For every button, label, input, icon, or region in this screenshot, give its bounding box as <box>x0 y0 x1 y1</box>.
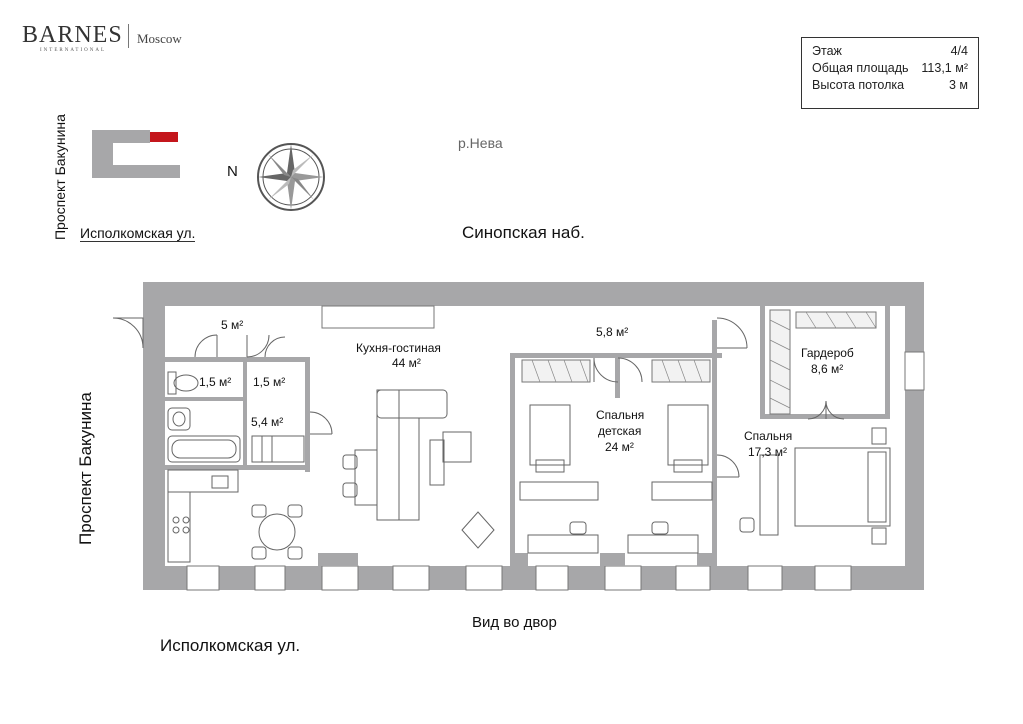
interior-walls <box>165 306 890 566</box>
street-top-vertical-label: Проспект Бакунина <box>52 114 68 240</box>
area-value: 113,1 м² <box>921 61 968 75</box>
location-map <box>92 130 180 178</box>
street-left-label: Проспект Бакунина <box>76 392 95 545</box>
room-kids-area: 24 м² <box>605 440 634 454</box>
kitchen-furniture <box>167 469 303 563</box>
brand-tagline: INTERNATIONAL <box>40 48 106 53</box>
height-label: Высота потолка <box>812 78 905 92</box>
room-dressing-area: 8,6 м² <box>811 362 844 376</box>
room-bedroom-name: Спальня <box>744 429 793 443</box>
room-wc-area: 1,5 м² <box>199 375 232 389</box>
floor-value: 4/4 <box>950 44 968 58</box>
floor-label: Этаж <box>812 44 842 58</box>
room-bathroom-area: 5,4 м² <box>251 415 284 429</box>
room-kitchen-name: Кухня-гостиная <box>356 341 441 355</box>
area-label: Общая площадь <box>812 61 909 75</box>
info-row-height: Высота потолка 3 м <box>812 77 968 94</box>
bathroom-fixtures <box>167 371 305 463</box>
river-label: р.Нева <box>458 135 503 151</box>
room-hall-area: 5 м² <box>221 318 244 332</box>
street-top-horizontal-label: Исполкомская ул. <box>80 225 196 242</box>
room-kids-name-2: детская <box>598 424 642 438</box>
street-bottom-label: Исполкомская ул. <box>160 636 301 655</box>
apartment-info-box: Этаж 4/4 Общая площадь 113,1 м² Высота п… <box>801 37 979 109</box>
info-row-floor: Этаж 4/4 <box>812 43 968 60</box>
room-corridor-area: 5,8 м² <box>596 325 629 339</box>
logo-divider <box>128 24 129 48</box>
yard-view-label: Вид во двор <box>472 614 557 631</box>
brand-logo: BARNES <box>22 22 123 48</box>
room-dressing-name: Гардероб <box>801 346 854 360</box>
room-shower-area: 1,5 м² <box>253 375 286 389</box>
room-kids-name-1: Спальня <box>596 408 645 422</box>
windows-top <box>321 305 925 391</box>
wardrobes <box>521 309 877 415</box>
city-label: Moscow <box>137 31 182 46</box>
north-label: N <box>227 163 238 180</box>
windows-bottom <box>186 565 852 591</box>
kids-room-furniture <box>519 404 713 554</box>
door-swings <box>112 317 845 478</box>
room-bedroom-area: 17,3 м² <box>748 445 787 459</box>
height-value: 3 м <box>948 78 968 92</box>
wardrobe-hatching <box>531 311 877 409</box>
embankment-label: Синопская наб. <box>462 223 585 242</box>
info-row-area: Общая площадь 113,1 м² <box>812 60 968 77</box>
room-kitchen-area: 44 м² <box>392 356 421 370</box>
bedroom-furniture <box>739 427 891 545</box>
compass-rose-icon <box>257 143 325 211</box>
living-furniture <box>342 389 495 549</box>
apartment-location-marker <box>150 132 178 142</box>
